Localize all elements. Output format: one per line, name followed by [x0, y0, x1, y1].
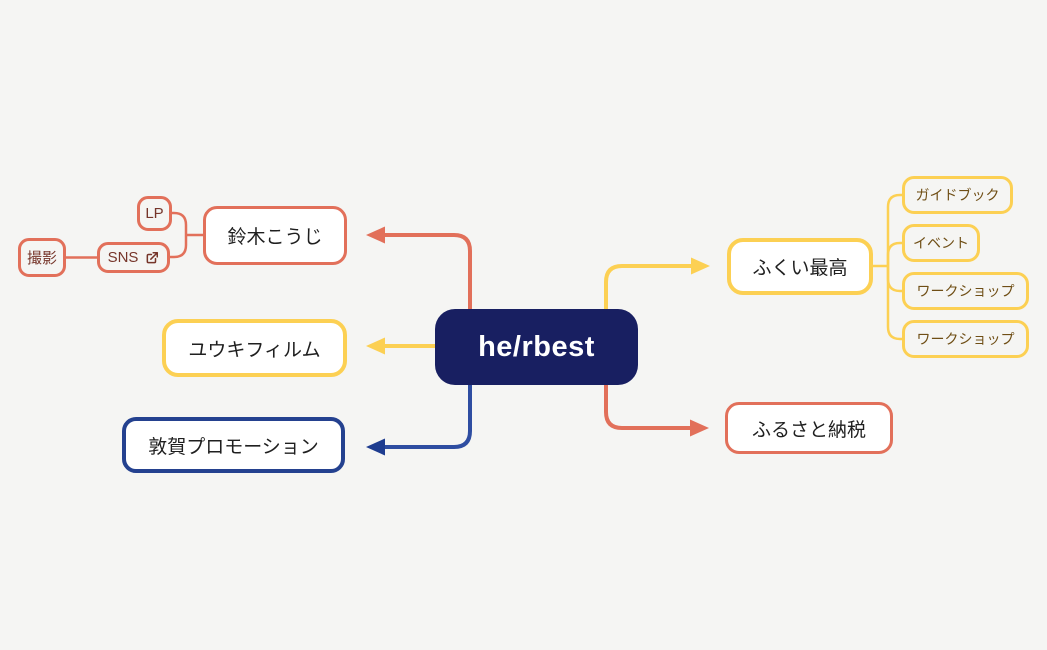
node-lp[interactable]: LP [137, 196, 172, 231]
connector-fukui-event [886, 241, 902, 266]
node-suzuki-koji[interactable]: 鈴木こうじ [203, 206, 347, 265]
connector-root-furusato [604, 384, 691, 430]
node-tsuruga-promotion[interactable]: 敦賀プロモーション [122, 417, 345, 473]
connector-fukui-workshop1 [886, 266, 902, 293]
node-guidebook[interactable]: ガイドブック [902, 176, 1013, 214]
node-event[interactable]: イベント [902, 224, 980, 262]
connector-fukui-guidebook [886, 193, 902, 266]
node-workshop-1[interactable]: ワークショップ [902, 272, 1029, 310]
arrowhead-yuki [366, 337, 385, 355]
node-workshop-2[interactable]: ワークショップ [902, 320, 1029, 358]
connector-suzuki-lp [172, 211, 188, 235]
connector-root-suzuki [383, 233, 472, 310]
node-furusato-nozei[interactable]: ふるさと納税 [725, 402, 893, 454]
connector-fukui-workshop2 [886, 266, 902, 341]
node-herbest-root[interactable]: he/rbest [435, 309, 638, 385]
arrowhead-fukui [691, 257, 710, 275]
node-sns[interactable]: SNS [97, 242, 170, 273]
node-fukui-saiko[interactable]: ふくい最高 [727, 238, 873, 295]
connector-suzuki-sns [170, 235, 188, 259]
node-yuki-film[interactable]: ユウキフィルム [162, 319, 347, 377]
node-satsuei[interactable]: 撮影 [18, 238, 66, 277]
arrowhead-suzuki [366, 226, 385, 244]
arrowhead-tsuruga [366, 438, 385, 456]
connector-root-fukui [604, 264, 693, 310]
node-sns-label: SNS [107, 249, 139, 266]
connector-root-tsuruga [383, 384, 472, 449]
arrowhead-furusato [690, 419, 709, 437]
external-link-icon[interactable] [145, 251, 159, 265]
